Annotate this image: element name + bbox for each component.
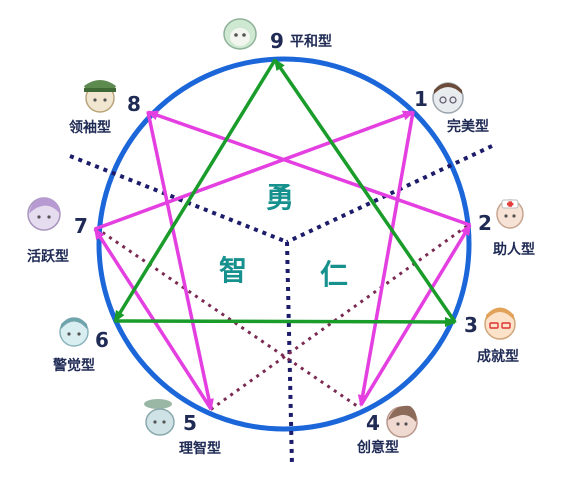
arrow-8-to-5 [146,111,214,411]
type-9-number: 9 [270,29,284,53]
arrow-7-to-1 [94,110,415,231]
type-5-name: 理智型 [179,440,221,457]
arrow-2-to-8 [146,110,471,227]
dotted-cross [95,224,468,412]
type-2-name: 助人型 [493,241,535,258]
type-3-number: 3 [464,313,478,337]
type-8-name: 领袖型 [69,119,111,136]
dotted-line-7-4 [95,226,361,410]
type-4-number: 4 [366,411,380,435]
avatar-2-icon [496,199,524,229]
type-5-number: 5 [183,411,197,435]
avatar-5-icon [144,399,175,436]
type-6-number: 6 [95,328,109,352]
arrow-3-to-9 [273,58,457,323]
avatar-9-icon [223,18,257,50]
avatar-8-icon [84,80,116,113]
avatar-icons [27,18,524,438]
divider-left [69,154,288,244]
type-8-number: 8 [127,92,141,116]
type-6-name: 警觉型 [53,357,95,374]
avatar-6-icon [59,317,89,347]
avatar-7-icon [27,197,61,231]
type-7-number: 7 [74,214,88,238]
arrow-5-to-7 [93,227,213,410]
type-labels: 9 平和型 1 完美型 2 助人型 3 成就型 4 创意型 5 理智型 6 警觉… [27,29,535,457]
avatar-1-icon [432,82,464,114]
hexad-arrows [93,110,472,411]
arrow-4-to-2 [359,223,472,406]
type-9-name: 平和型 [290,33,332,50]
triangle-arrows [113,58,457,327]
type-1-number: 1 [414,87,428,111]
arrow-9-to-6 [113,59,277,323]
center-word-wisdom: 智 [219,254,247,287]
arrow-1-to-4 [357,111,415,407]
type-4-name: 创意型 [356,439,399,456]
divider-bottom [285,241,294,467]
avatar-3-icon [484,307,516,340]
arrow-6-to-3 [114,316,457,327]
type-7-name: 活跃型 [27,248,69,265]
type-1-name: 完美型 [447,118,489,135]
center-word-courage: 勇 [266,181,294,214]
divider-right [286,144,493,244]
center-dividers [69,144,493,467]
dotted-line-2-5 [209,224,468,412]
type-2-number: 2 [478,211,492,235]
type-3-name: 成就型 [477,348,519,365]
avatar-4-icon [386,405,418,438]
center-word-benevolence: 仁 [320,258,348,291]
